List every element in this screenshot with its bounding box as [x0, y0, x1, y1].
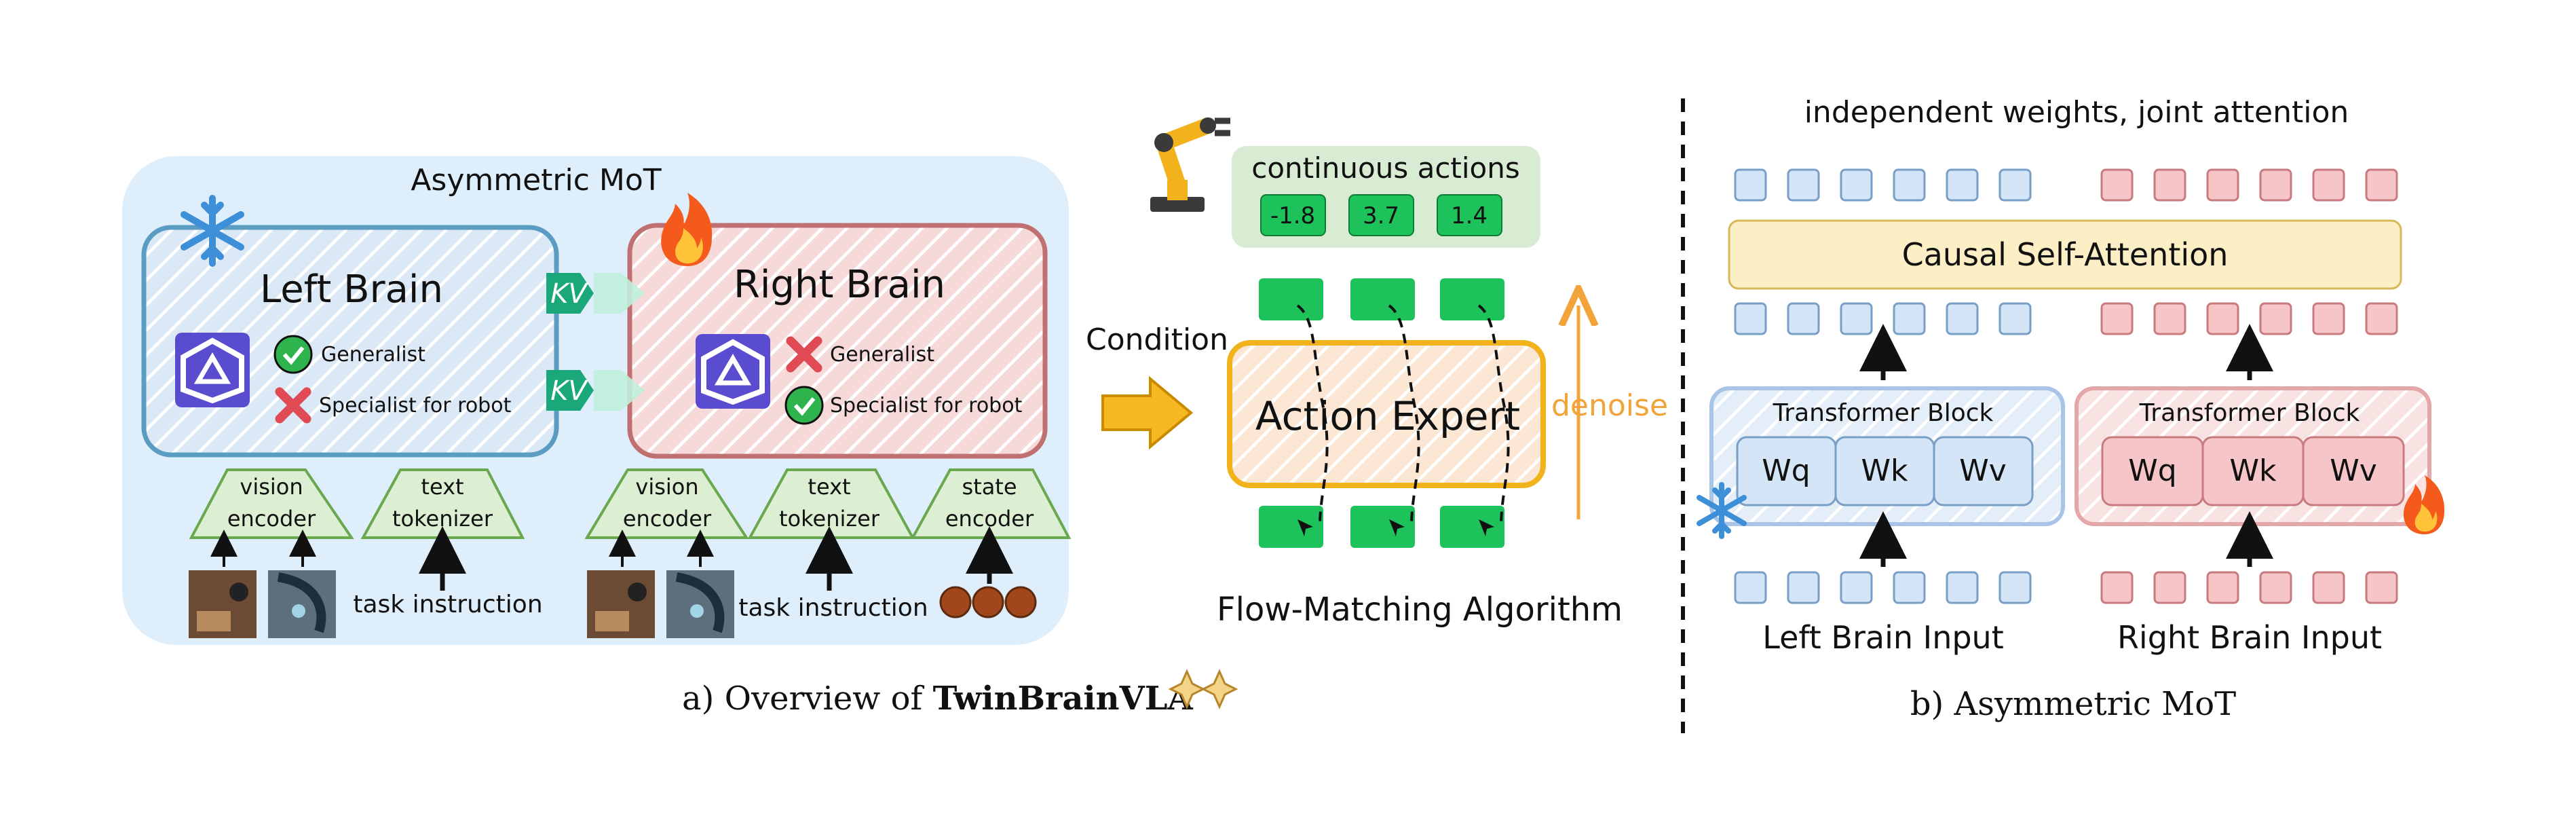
robot-camera-image-2 [666, 570, 734, 638]
kv-connector-top: KV [546, 273, 645, 314]
right-transformer-block: Transformer Block Wq Wk Wv [2075, 386, 2431, 526]
output-action-token [1440, 278, 1504, 320]
right-vision-encoder-line1: vision [635, 474, 698, 500]
cursor-icon [1298, 519, 1313, 536]
action-expert-label: Action Expert [1255, 393, 1520, 439]
continuous-actions-label: continuous actions [1251, 151, 1520, 185]
right-task-instruction: task instruction [738, 594, 928, 622]
left-transformer-block: Transformer Block Wq Wk Wv [1709, 386, 2065, 526]
kv-label-bottom: KV [550, 375, 588, 407]
right-vision-encoder: vision encoder [584, 468, 749, 539]
twinbrain-logo-icon [1168, 669, 1238, 709]
condition-arrow-icon [1101, 375, 1194, 450]
right-brain-cross-text: Generalist [830, 343, 934, 367]
caption-b: b) Asymmetric MoT [1910, 685, 2236, 723]
left-brain-input-label: Left Brain Input [1762, 619, 2004, 656]
right-panel-title: independent weights, joint attention [1804, 95, 2349, 130]
check-icon [273, 335, 313, 374]
cursor-icon [1479, 519, 1494, 536]
cross-icon [275, 387, 311, 424]
wk-label: Wk [2230, 454, 2277, 488]
robot-camera-image-1 [189, 570, 257, 638]
right-transformer-block-label: Transformer Block [2139, 399, 2360, 427]
right-vision-encoder-line2: encoder [623, 506, 712, 532]
noisy-action-token [1259, 506, 1323, 548]
wk-label: Wk [1861, 454, 1909, 488]
top-token-row [1734, 168, 2398, 202]
cursor-icon [1389, 519, 1405, 536]
right-brain-box: Right Brain Generalist Specialist for ro… [627, 223, 1048, 459]
right-brain-input-label: Right Brain Input [2117, 619, 2382, 656]
cross-icon [786, 336, 822, 373]
left-text-tokenizer-line2: tokenizer [392, 506, 493, 532]
fire-icon [2403, 475, 2445, 534]
action-expert-box [1227, 340, 1546, 488]
overview-panel-title: Asymmetric MoT [411, 163, 661, 198]
output-action-token [1350, 278, 1415, 320]
left-brain-box: Left Brain Generalist Specialist for rob… [141, 225, 559, 458]
wv-label: Wv [2330, 454, 2377, 488]
right-brain-label: Right Brain [734, 263, 945, 307]
causal-self-attention-box [1728, 219, 2402, 290]
state-encoder-line1: state [962, 474, 1017, 500]
right-text-tokenizer-line1: text [808, 474, 850, 500]
right-text-tokenizer-line2: tokenizer [779, 506, 880, 532]
condition-label: Condition [1086, 322, 1228, 357]
left-vision-encoder-line2: encoder [227, 506, 316, 532]
kv-connector-bottom: KV [546, 370, 645, 411]
left-vision-encoder: vision encoder [189, 468, 354, 539]
caption-a-name: TwinBrainVLA [933, 680, 1194, 718]
wq-label: Wq [2128, 454, 2176, 488]
robot-arm-icon [1150, 117, 1230, 212]
left-brain-check-text: Generalist [321, 343, 425, 367]
wv-weight [1933, 436, 2034, 506]
robot-camera-image-1 [587, 570, 655, 638]
action-value-token: -1.8 [1260, 194, 1326, 236]
left-transformer-block-label: Transformer Block [1773, 399, 1994, 427]
noisy-action-token [1350, 506, 1415, 548]
fire-icon [661, 193, 713, 266]
snowflake-icon [1697, 482, 1747, 539]
action-value-token: 1.4 [1437, 194, 1502, 236]
denoise-label: denoise [1551, 388, 1668, 423]
caption-a: a) Overview of TwinBrainVLA [682, 680, 1194, 718]
state-encoder-line2: encoder [945, 506, 1034, 532]
left-text-tokenizer: text tokenizer [360, 468, 525, 539]
wq-label: Wq [1762, 454, 1810, 488]
left-brain-model-logo [175, 333, 250, 407]
middle-token-row [1734, 302, 2398, 335]
check-icon [784, 386, 824, 425]
action-value: 3.7 [1363, 202, 1399, 229]
robot-state-dots [939, 586, 1037, 618]
state-encoder: state encoder [910, 468, 1072, 539]
wv-weight [2302, 436, 2405, 506]
output-action-token [1259, 278, 1323, 320]
action-value-token: 3.7 [1348, 194, 1414, 236]
left-vision-encoder-line1: vision [240, 474, 303, 500]
flow-curve [1477, 304, 1510, 527]
wv-label: Wv [1959, 454, 2007, 488]
flow-matching-label: Flow-Matching Algorithm [1217, 591, 1623, 629]
kv-label-top: KV [550, 278, 588, 310]
left-task-instruction: task instruction [353, 591, 542, 618]
snowflake-icon [181, 195, 244, 267]
left-brain-cross-text: Specialist for robot [319, 394, 512, 418]
action-value: -1.8 [1270, 202, 1315, 229]
left-text-tokenizer-line1: text [421, 474, 463, 500]
causal-self-attention-label: Causal Self-Attention [1902, 236, 2229, 273]
bottom-token-row [1734, 571, 2398, 604]
action-value: 1.4 [1451, 202, 1488, 229]
noisy-action-token [1440, 506, 1504, 548]
robot-camera-image-2 [268, 570, 336, 638]
right-brain-check-text: Specialist for robot [830, 394, 1023, 418]
flow-curve [1388, 304, 1420, 527]
left-brain-label: Left Brain [260, 267, 443, 312]
right-brain-model-logo [696, 334, 770, 409]
flow-curve [1296, 304, 1329, 527]
